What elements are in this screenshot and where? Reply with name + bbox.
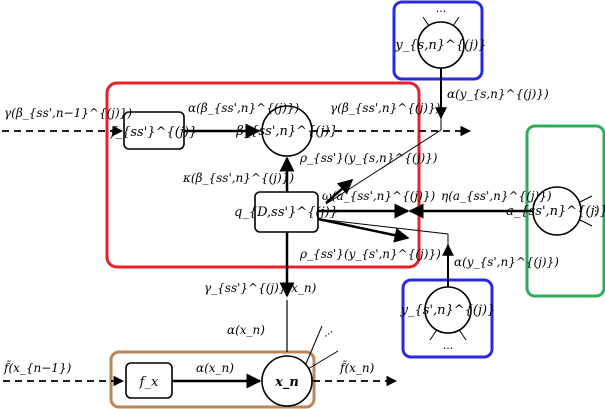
- variable-x: [261, 355, 313, 407]
- msg-omega-a: ω(a_{ss',n}^{(j)}): [322, 189, 435, 203]
- msg-alpha-x-up: α(x_n): [227, 323, 265, 337]
- edge-rho-ys-prime: [317, 218, 449, 235]
- msg-alpha-x: α(x_n): [196, 361, 234, 375]
- edge-x-extra-1: [304, 325, 323, 367]
- variable-a-label: a_{ss',n}^{(j)}: [506, 204, 605, 219]
- variable-x-label: x_n: [274, 375, 299, 390]
- msg-gamma-x: γ_{ss'}^{(j)}(x_n): [204, 281, 317, 295]
- edge-a-fan-1: [579, 195, 593, 203]
- red-region: [105, 81, 421, 269]
- factor-f-x: [125, 362, 173, 399]
- msg-gamma-beta-out: γ(β_{ss',n}^{(j)}): [330, 101, 441, 115]
- msg-eta-a: η(a_{ss',n}^{(j)}): [441, 189, 552, 203]
- msg-alpha-ys-prime: α(y_{s',n}^{(j)}): [454, 255, 559, 269]
- msg-gamma-beta-in: γ(β_{ss',n−1}^{(j)}): [4, 106, 132, 120]
- edge-rho-ys-prime-arrow: [317, 217, 410, 243]
- edge-a-fan-2: [579, 219, 593, 227]
- factor-q-d-label: q_{D,ss'}^{(j)}: [234, 205, 338, 220]
- factor-q-d: [254, 191, 319, 233]
- variable-beta: [261, 105, 313, 157]
- msg-alpha-ys: α(y_{s,n}^{(j)}): [447, 87, 549, 101]
- variable-y-s-label: y_{s,n}^{(j)}: [394, 38, 486, 53]
- y-s-ellipsis: ···: [436, 5, 447, 18]
- edge-x-extra-2: [307, 350, 339, 370]
- factor-f-ss: [123, 111, 185, 150]
- variable-y-s-prime-label: y_{s',n}^{(j)}: [400, 303, 496, 318]
- brown-region: [109, 350, 316, 409]
- edge-rho-ys-arrow: [325, 179, 354, 204]
- variable-y-s-prime: [424, 286, 472, 334]
- msg-f-tilde-in: f̃(x_{n−1}): [3, 359, 72, 375]
- factor-f-x-label: f_x: [139, 375, 159, 390]
- msg-rho-ys-prime: ρ_{ss'}(y_{s',n}^{(j)}): [299, 247, 441, 261]
- blue-region-top: [392, 0, 484, 81]
- variable-a: [532, 186, 582, 236]
- y-s-prime-ellipsis: ···: [443, 342, 454, 355]
- factor-f-ss-label: f_{ss'}^{(j)}: [110, 125, 197, 140]
- a-ellipsis: ···: [589, 206, 602, 217]
- variable-y-s: [417, 21, 465, 69]
- msg-f-tilde-out: f̃(x_n): [339, 359, 375, 375]
- msg-kappa-beta: κ(β_{ss',n}^{(j)}): [182, 171, 294, 185]
- msg-rho-ys: ρ_{ss'}(y_{s,n}^{(j)}): [299, 151, 438, 165]
- x-ellipsis: ···: [321, 326, 337, 343]
- variable-beta-label: β_{ss',n}^{(j)}: [235, 124, 338, 139]
- msg-alpha-beta: α(β_{ss',n}^{(j)}): [188, 101, 300, 115]
